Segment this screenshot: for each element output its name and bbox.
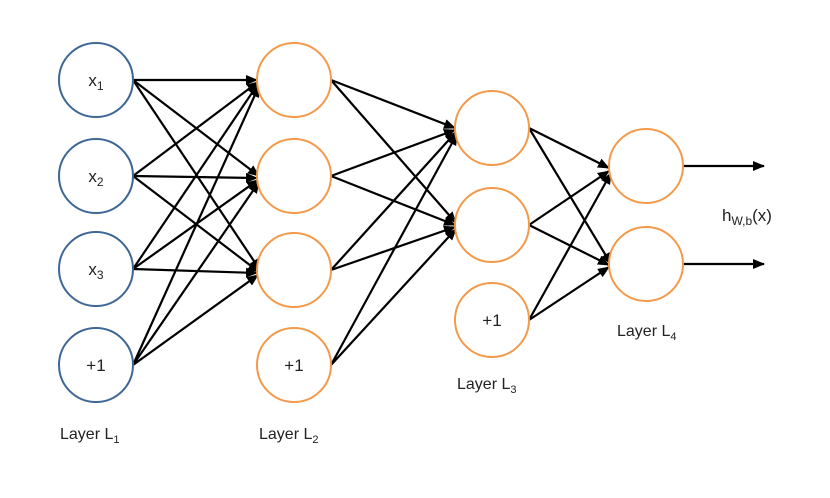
node-l3-bias: [454, 282, 530, 358]
edge-l3n2-l4n1: [528, 170, 610, 226]
edge-l1n4-l2n2: [132, 181, 260, 366]
node-l1-2: [58, 138, 134, 214]
layer-l4: Layer L4: [608, 128, 684, 343]
edge-l2n4-l3n2: [330, 228, 457, 366]
node-l1-bias-label: +1: [86, 356, 105, 375]
node-l1-1-label: x1: [88, 71, 104, 93]
edge-l1n2-l2n1: [132, 81, 259, 177]
output-label: hW,b(x): [722, 206, 772, 228]
node-l1-2-label: x2: [88, 167, 104, 189]
node-l2-2: [256, 138, 332, 214]
node-l4-2: [608, 226, 684, 302]
edge-l2n1-l3n1: [330, 78, 456, 130]
node-l1-bias: [58, 327, 134, 403]
edges-l1-l2: [131, 75, 261, 366]
edge-l2n4-l3n1: [330, 133, 458, 366]
edge-l1n4-l2n1: [131, 85, 261, 366]
layer-l1: x1 x2 x3 +1 Layer L1: [58, 42, 134, 446]
edge-l3n1-l4n1: [528, 127, 610, 169]
node-l3-2: [454, 187, 530, 263]
node-l2-bias-label: +1: [284, 356, 303, 375]
node-l2-3: [256, 232, 332, 308]
edge-l2n3-l3n1: [330, 131, 457, 271]
edge-l1n4-l2n3: [132, 274, 259, 366]
node-l3-bias-label: +1: [482, 311, 501, 330]
edge-l1n3-l2n3: [132, 267, 258, 278]
edge-l2n1-l3n2: [330, 79, 457, 224]
edge-l1n3-l2n1: [132, 83, 259, 270]
edge-l3n3-l4n2: [528, 266, 610, 321]
edges-l3-l4: [528, 127, 612, 321]
node-l2-bias: [256, 327, 332, 403]
node-l2-1: [256, 42, 332, 118]
layer-l3: +1 Layer L3: [454, 90, 530, 396]
edges-l2-l3: [330, 78, 458, 366]
layer-l2: +1 Layer L2: [256, 42, 332, 446]
output-edges: [683, 161, 765, 269]
edge-l2n2-l3n1: [330, 128, 456, 178]
node-l3-1: [454, 90, 530, 166]
edge-l3n3-l4n1: [528, 172, 612, 321]
layer-l2-label: Layer L2: [259, 426, 319, 446]
edge-l3n2-l4n2: [528, 224, 610, 266]
layer-l1-label: Layer L1: [60, 426, 120, 446]
layer-l3-label: Layer L3: [457, 376, 517, 396]
layer-l4-label: Layer L4: [617, 323, 677, 343]
node-l1-3: [58, 231, 134, 307]
node-l1-3-label: x3: [88, 260, 104, 282]
edge-l2n3-l3n2: [330, 225, 456, 272]
node-l4-1: [608, 128, 684, 204]
node-l1-1: [58, 42, 134, 118]
